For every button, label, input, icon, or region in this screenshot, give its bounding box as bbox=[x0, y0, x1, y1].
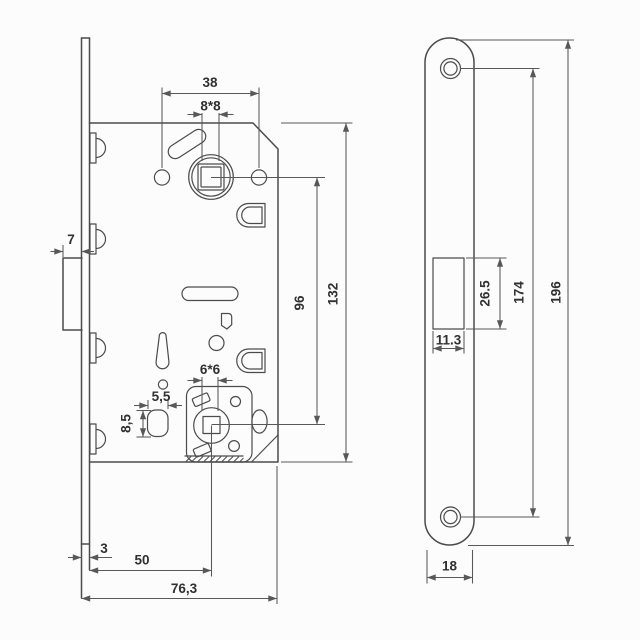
dim-spindle-square-8x8: 8*8 bbox=[187, 99, 234, 161]
small-tab-cutout bbox=[220, 312, 233, 330]
small-round-hole bbox=[208, 334, 225, 352]
dim-plate-height-196: 196 bbox=[456, 39, 574, 547]
dim-handle-holes-spacing-38: 38 bbox=[161, 75, 260, 168]
dim-small-hole-height-8-5: 8,5 bbox=[119, 409, 151, 438]
d-cutout-inner bbox=[241, 351, 263, 370]
body-outline bbox=[88, 122, 279, 463]
lock-body-front-view bbox=[88, 122, 279, 463]
edge-tab-1 bbox=[89, 132, 107, 164]
dim-label: 11.3 bbox=[436, 333, 462, 348]
d-cutout-upper bbox=[236, 202, 266, 228]
spring-slot bbox=[167, 128, 207, 160]
tab-bulge bbox=[95, 228, 107, 250]
dim-small-hole-width-5-5: 5,5 bbox=[134, 389, 182, 409]
dim-label: 76,3 bbox=[171, 581, 198, 596]
dim-label: 8,5 bbox=[119, 414, 134, 433]
dim-screw-holes-spacing-174: 174 bbox=[460, 67, 540, 518]
strike-plate-view bbox=[424, 37, 475, 546]
dim-label: 50 bbox=[134, 553, 149, 568]
hatch-tick bbox=[227, 456, 234, 462]
handle-screw-hole-left bbox=[153, 169, 171, 186]
dim-label: 174 bbox=[512, 281, 527, 304]
tab-bulge bbox=[95, 337, 107, 359]
dim-body-height-132: 132 bbox=[281, 122, 353, 463]
latch-cutout bbox=[432, 257, 465, 330]
tab-base bbox=[89, 423, 97, 455]
strike-plate-outline bbox=[424, 37, 475, 546]
dim-key-square-6x6: 6*6 bbox=[187, 362, 233, 411]
plate-rivet-top bbox=[229, 395, 242, 408]
dim-label: 132 bbox=[326, 283, 341, 306]
body-corner-bend-line bbox=[251, 434, 279, 463]
hatch-tick bbox=[197, 456, 204, 462]
hatch-tick bbox=[221, 456, 228, 462]
dim-label: 8*8 bbox=[200, 99, 221, 114]
plate-slot-bottom bbox=[192, 442, 212, 458]
edge-tab-4 bbox=[89, 423, 107, 455]
latch-bolt-side bbox=[62, 257, 83, 331]
strike-screw-hole-top-inner bbox=[443, 61, 458, 76]
tab-base bbox=[89, 332, 97, 364]
teardrop-slot bbox=[155, 332, 170, 370]
strike-screw-hole-bottom-inner bbox=[443, 509, 458, 525]
d-cutout-lower bbox=[236, 348, 266, 374]
edge-view bbox=[62, 37, 107, 599]
edge-tab-3 bbox=[89, 332, 107, 364]
edge-tab-2 bbox=[89, 223, 107, 255]
hatch-tick bbox=[215, 456, 222, 462]
oval-hole bbox=[251, 409, 268, 434]
dim-cutout-width-11-3: 11.3 bbox=[432, 331, 465, 354]
oblong-hole bbox=[146, 409, 169, 438]
plate-slot-top bbox=[191, 392, 211, 408]
dim-label: 3 bbox=[100, 541, 108, 556]
d-cutout-inner bbox=[241, 206, 263, 225]
tab-bulge bbox=[95, 428, 107, 450]
tab-bulge bbox=[95, 137, 107, 159]
dim-spindle-to-key-96: 96 bbox=[211, 176, 325, 426]
plate-rivet-bottom bbox=[228, 440, 241, 453]
tiny-hole bbox=[157, 379, 169, 390]
dim-label: 196 bbox=[549, 281, 564, 304]
dim-label: 96 bbox=[292, 295, 307, 311]
dim-plate-width-18: 18 bbox=[426, 550, 474, 584]
dim-faceplate-thickness-3: 3 bbox=[68, 541, 112, 561]
dim-label: 38 bbox=[202, 75, 218, 90]
hatch-tick bbox=[191, 456, 198, 462]
dim-label: 6*6 bbox=[200, 362, 221, 377]
capsule-slot bbox=[181, 286, 239, 302]
hatched-base bbox=[184, 455, 244, 462]
dim-backset-50: 50 bbox=[89, 425, 213, 577]
hatch-tick bbox=[239, 457, 244, 462]
dim-overall-depth-76-3: 76,3 bbox=[81, 466, 278, 604]
hatch-tick bbox=[185, 456, 192, 462]
d-cutout-outer bbox=[236, 348, 266, 374]
tab-base bbox=[89, 223, 97, 255]
d-cutout-outer bbox=[236, 202, 266, 228]
dim-label: 7 bbox=[67, 232, 75, 247]
tab-base bbox=[89, 132, 97, 164]
hatch-tick bbox=[209, 456, 216, 462]
hatch-tick bbox=[233, 456, 240, 462]
dim-label: 18 bbox=[442, 559, 458, 574]
hatch-tick bbox=[203, 456, 210, 462]
dim-label: 5,5 bbox=[152, 389, 171, 404]
dim-label: 26.5 bbox=[478, 280, 493, 307]
dim-cutout-height-26-5: 26.5 bbox=[466, 257, 507, 330]
dim-latch-protrusion-7: 7 bbox=[50, 232, 94, 257]
